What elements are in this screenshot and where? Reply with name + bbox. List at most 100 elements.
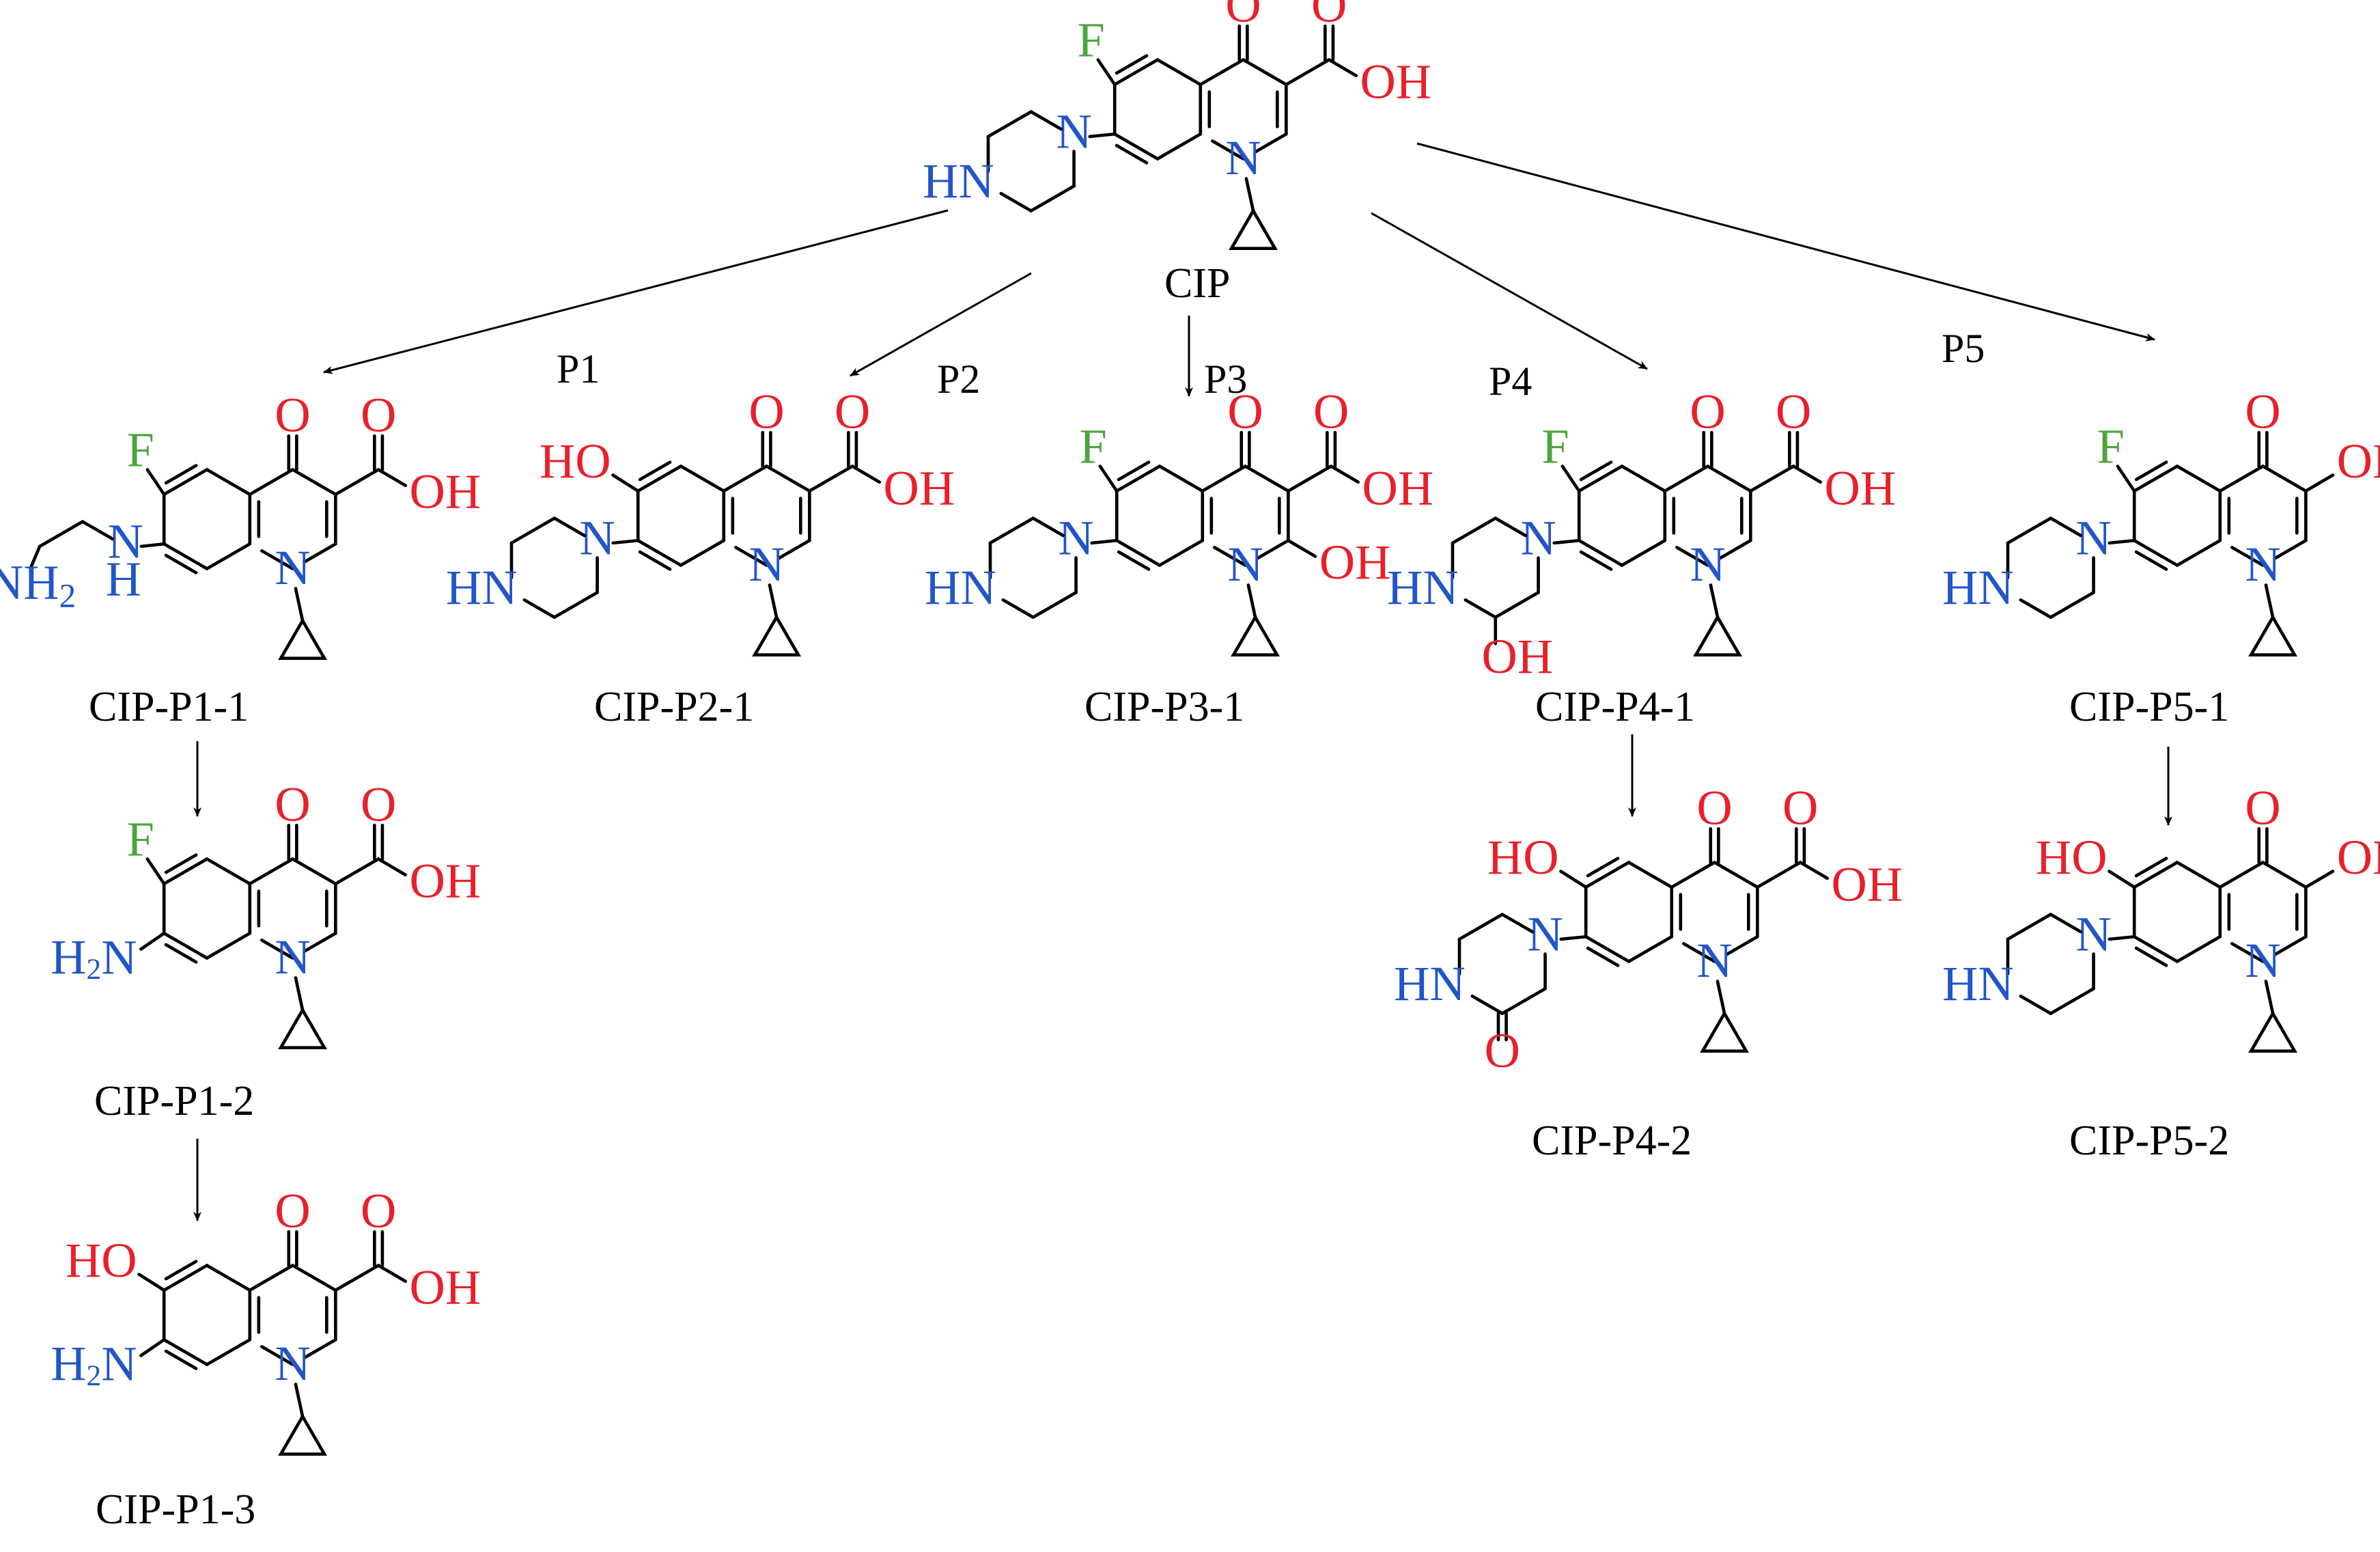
svg-text:HO: HO [1487, 829, 1559, 885]
svg-text:N: N [275, 1335, 310, 1391]
svg-text:H: H [106, 551, 141, 607]
svg-text:N: N [1696, 932, 1732, 988]
svg-text:O: O [361, 1183, 396, 1238]
svg-text:F: F [127, 421, 154, 477]
svg-text:N: N [579, 510, 615, 566]
pathway-label-p5: P5 [1942, 326, 1985, 371]
compound-name-cip-p4-1: CIP-P4-1 [1535, 684, 1695, 730]
structure-cip-p5-1: NOOHFNHN [1942, 384, 2380, 657]
svg-text:HN: HN [1942, 956, 2014, 1011]
svg-text:N: N [1527, 906, 1563, 962]
svg-text:O: O [1227, 384, 1263, 439]
arrow-to-p5 [1416, 142, 2155, 342]
svg-text:N: N [275, 929, 310, 984]
svg-text:O: O [2245, 384, 2280, 439]
svg-text:O: O [1776, 384, 1811, 439]
svg-text:O: O [275, 387, 310, 443]
compound-name-cip-p4-2: CIP-P4-2 [1532, 1118, 1692, 1164]
svg-text:N: N [2245, 932, 2280, 988]
svg-text:N: N [1520, 510, 1556, 566]
svg-text:HN: HN [1394, 956, 1466, 1011]
svg-text:OH: OH [1825, 460, 1896, 515]
svg-text:HN: HN [446, 559, 518, 615]
svg-text:N: N [1227, 536, 1263, 592]
svg-text:HO: HO [2036, 829, 2108, 885]
svg-text:H2N: H2N [51, 1335, 137, 1392]
svg-text:O: O [1313, 384, 1349, 439]
svg-text:OH: OH [2337, 433, 2380, 488]
svg-text:N: N [2075, 510, 2111, 566]
molecule-structures: NOOOHFNHNNOOOHFNHNH2NOOOHFH2NNOOOHHOH2NN… [0, 0, 2380, 1456]
svg-text:N: N [275, 540, 310, 595]
structure-cip-p1-1: NOOOHFNHNH2 [0, 387, 481, 661]
arrow-to-p4 [1371, 212, 1648, 370]
svg-text:HN: HN [925, 559, 996, 615]
arrow-to-p2 [850, 272, 1032, 377]
svg-text:OH: OH [410, 1259, 481, 1314]
compound-name-cip: CIP [1164, 260, 1230, 307]
svg-text:F: F [1542, 418, 1569, 473]
compound-name-cip-p5-2: CIP-P5-2 [2069, 1118, 2229, 1164]
svg-text:OH: OH [1362, 460, 1434, 515]
svg-text:OH: OH [884, 460, 955, 515]
svg-text:O: O [1311, 0, 1347, 33]
svg-text:OH: OH [1360, 53, 1432, 109]
compound-name-cip-p1-3: CIP-P1-3 [96, 1486, 255, 1533]
svg-text:OH: OH [410, 463, 481, 518]
svg-text:HO: HO [66, 1232, 137, 1288]
svg-text:F: F [1080, 418, 1107, 473]
svg-text:O: O [275, 1183, 310, 1238]
compound-name-cip-p1-1: CIP-P1-1 [89, 684, 249, 730]
pathway-label-p4: P4 [1489, 359, 1532, 404]
svg-text:O: O [748, 384, 784, 439]
svg-text:N: N [1690, 536, 1725, 592]
pathway-label-p2: P2 [937, 357, 980, 402]
pathway-label-p1: P1 [557, 346, 600, 391]
svg-text:F: F [1078, 12, 1105, 67]
svg-text:O: O [835, 384, 870, 439]
svg-text:OH: OH [2337, 829, 2380, 885]
svg-text:NH2: NH2 [0, 555, 76, 615]
svg-text:N: N [108, 514, 143, 569]
svg-text:O: O [361, 777, 396, 832]
svg-text:O: O [1225, 0, 1261, 33]
compound-name-cip-p2-1: CIP-P2-1 [594, 684, 754, 730]
pathway-label-p3: P3 [1204, 357, 1247, 402]
svg-text:OH: OH [1832, 856, 1903, 911]
svg-text:OH: OH [1481, 628, 1553, 684]
svg-text:O: O [1696, 780, 1732, 835]
svg-text:H2N: H2N [51, 929, 137, 986]
svg-text:HO: HO [540, 433, 611, 488]
svg-text:HN: HN [1942, 559, 2014, 615]
svg-text:N: N [748, 536, 784, 592]
svg-text:N: N [2245, 536, 2280, 592]
arrow-to-p1 [323, 209, 949, 374]
pathway-arrows [193, 142, 2172, 1221]
svg-text:O: O [275, 777, 310, 832]
svg-text:HN: HN [1387, 559, 1459, 615]
svg-text:O: O [361, 387, 396, 443]
svg-text:N: N [1058, 510, 1093, 566]
svg-text:HN: HN [923, 153, 994, 208]
svg-text:OH: OH [1319, 534, 1391, 590]
compound-name-cip-p5-1: CIP-P5-1 [2069, 684, 2229, 730]
svg-text:N: N [1225, 130, 1261, 185]
compound-name-cip-p1-2: CIP-P1-2 [94, 1078, 254, 1124]
svg-text:O: O [1485, 1023, 1520, 1078]
svg-text:N: N [2075, 906, 2111, 962]
structure-cip-p5-2: N O OH HO N HN [1942, 780, 2380, 1053]
svg-text:F: F [2097, 418, 2125, 473]
compound-name-cip-p3-1: CIP-P3-1 [1084, 684, 1244, 730]
svg-text:N: N [1056, 104, 1091, 159]
svg-text:O: O [2245, 780, 2280, 835]
svg-text:O: O [1782, 780, 1818, 835]
svg-text:OH: OH [410, 853, 481, 908]
svg-text:O: O [1690, 384, 1725, 439]
